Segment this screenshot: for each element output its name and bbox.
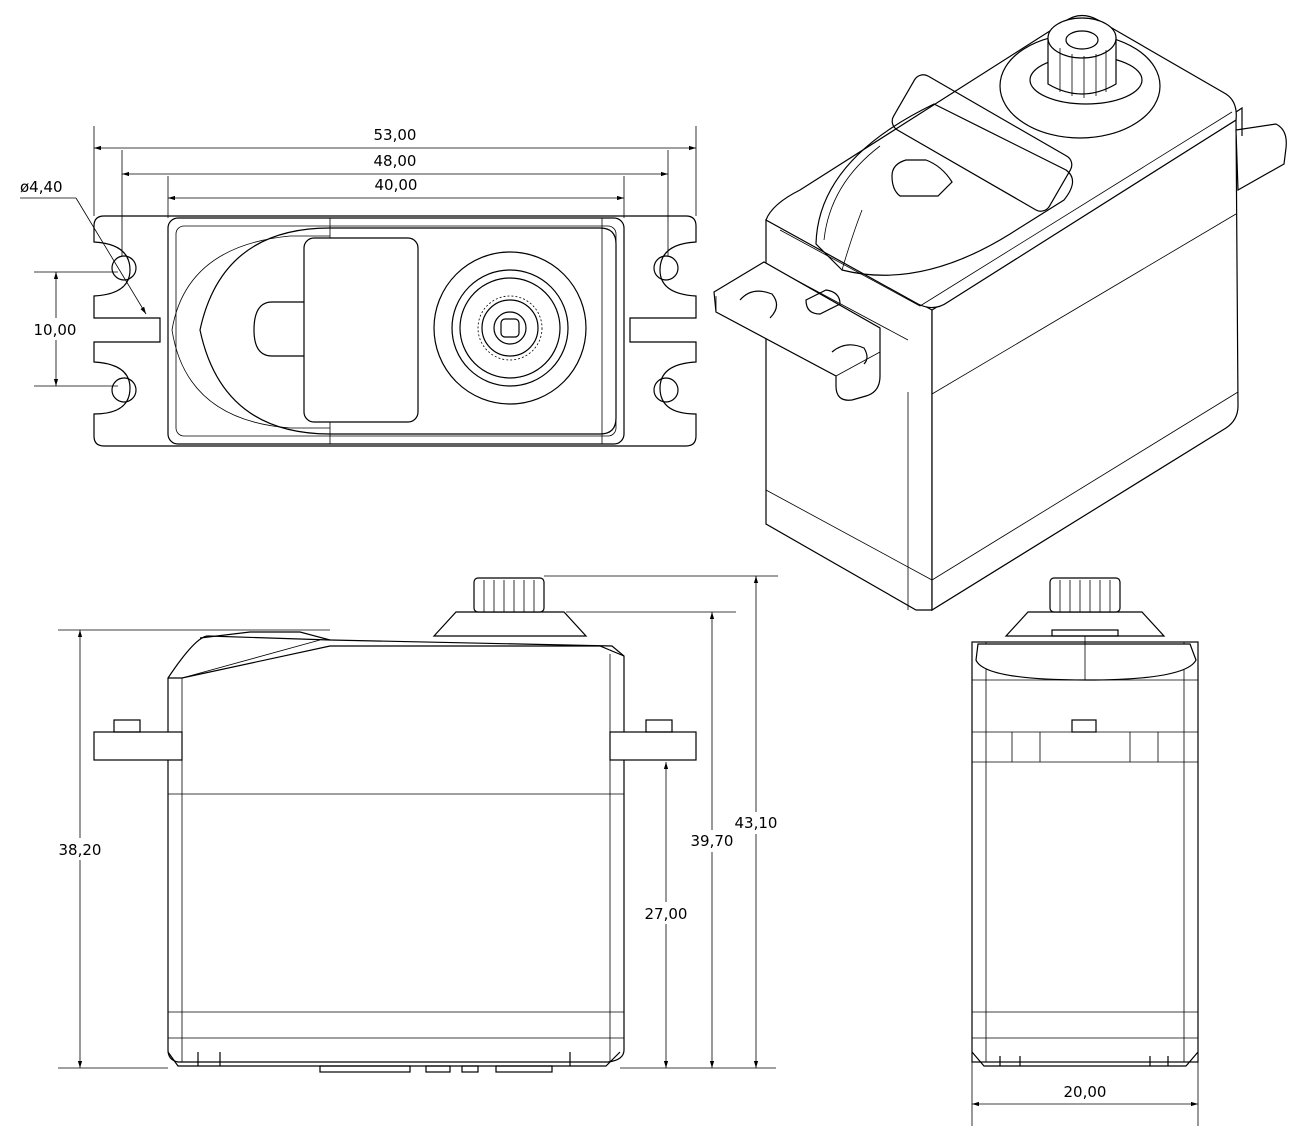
end-view: 20,00	[971, 577, 1199, 1126]
dim-mount-height: 38,20	[59, 841, 102, 859]
top-view: 53,00 48,00 40,00 ø4,40 10,00	[20, 126, 697, 447]
mount-hole-top-left	[111, 255, 137, 281]
dim-overall-length: 53,00	[374, 126, 417, 144]
dim-mount-spacing: 48,00	[374, 152, 417, 170]
spline-gear	[477, 295, 543, 361]
iso-dome	[815, 103, 1074, 276]
mount-hole-bottom-right	[653, 377, 679, 403]
output-gear-boss	[433, 251, 587, 405]
dim-flange-height: 27,00	[645, 905, 688, 923]
label-window	[303, 237, 419, 423]
dim-total-height: 43,10	[735, 814, 778, 832]
end-gear-boss	[1004, 611, 1166, 637]
isometric-view	[713, 14, 1287, 612]
dim-case-height: 39,70	[691, 832, 734, 850]
end-case-body	[971, 641, 1199, 1063]
top-cap-dome	[199, 227, 617, 435]
dim-width: 20,00	[1064, 1083, 1107, 1101]
side-case-body	[167, 635, 625, 1063]
iso-right-face	[931, 118, 1239, 612]
side-view: 38,20 27,00 39,70 43,10	[54, 575, 782, 1073]
end-cap-dome	[975, 643, 1197, 681]
dim-slot-spacing: 10,00	[34, 321, 77, 339]
side-spline-gear	[473, 577, 545, 613]
mount-hole-top-right	[653, 255, 679, 281]
mount-hole-bottom-left	[111, 377, 137, 403]
side-gear-boss	[432, 611, 588, 637]
iso-right-flange	[1235, 123, 1287, 192]
iso-left-flange	[713, 261, 881, 401]
dim-hole-diameter: ø4,40	[20, 178, 63, 196]
side-flange-right	[609, 731, 697, 761]
end-spline-gear	[1049, 577, 1121, 613]
dim-body-length: 40,00	[375, 176, 418, 194]
side-flange-left	[93, 731, 183, 761]
top-flange-outline	[93, 215, 697, 447]
iso-top-face	[765, 14, 1237, 309]
